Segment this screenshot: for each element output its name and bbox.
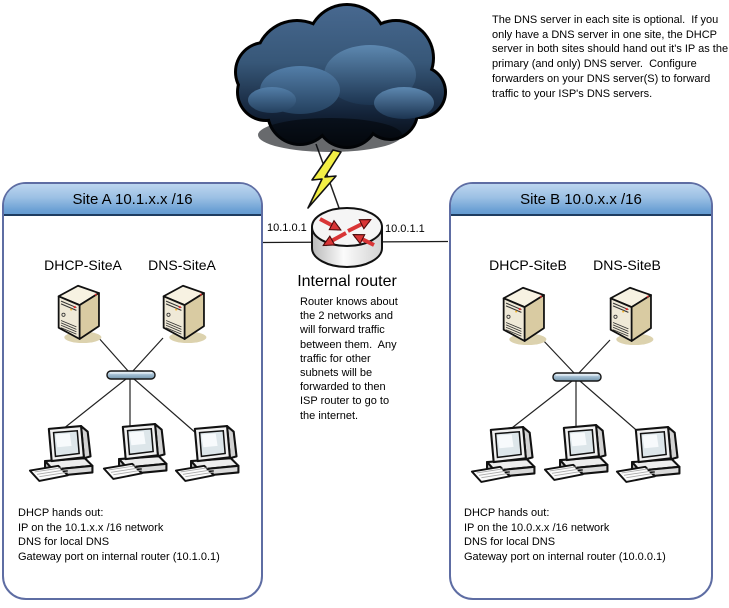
router-icon — [311, 207, 383, 268]
site-b-title: Site B 10.0.x.x /16 — [520, 190, 642, 208]
internet-cloud-icon — [234, 3, 447, 152]
wan-link-line — [262, 240, 449, 244]
router-ip-left: 10.1.0.1 — [267, 222, 307, 234]
site-b-dhcp-notes: DHCP hands out: IP on the 10.0.x.x /16 n… — [464, 507, 666, 563]
site-b-dns-server-label: DNS-SiteB — [593, 257, 661, 273]
dns-intro-note: The DNS server in each site is optional.… — [492, 14, 729, 100]
router-note: Router knows about the 2 networks and wi… — [300, 296, 398, 422]
cloud-router-line — [315, 143, 344, 220]
site-b-box: Site B 10.0.x.x /16 — [449, 182, 713, 600]
site-a-dns-server-label: DNS-SiteA — [148, 257, 216, 273]
site-a-header: Site A 10.1.x.x /16 — [4, 184, 261, 216]
site-b-header: Site B 10.0.x.x /16 — [451, 184, 711, 216]
site-b-dhcp-server-label: DHCP-SiteB — [489, 257, 567, 273]
router-ip-right: 10.0.1.1 — [385, 223, 425, 235]
site-a-title: Site A 10.1.x.x /16 — [72, 190, 193, 208]
site-a-box: Site A 10.1.x.x /16 — [2, 182, 263, 600]
site-a-dhcp-server-label: DHCP-SiteA — [44, 257, 122, 273]
lightning-bolt-icon — [307, 149, 342, 209]
router-title: Internal router — [297, 273, 397, 290]
site-a-dhcp-notes: DHCP hands out: IP on the 10.1.x.x /16 n… — [18, 507, 220, 563]
